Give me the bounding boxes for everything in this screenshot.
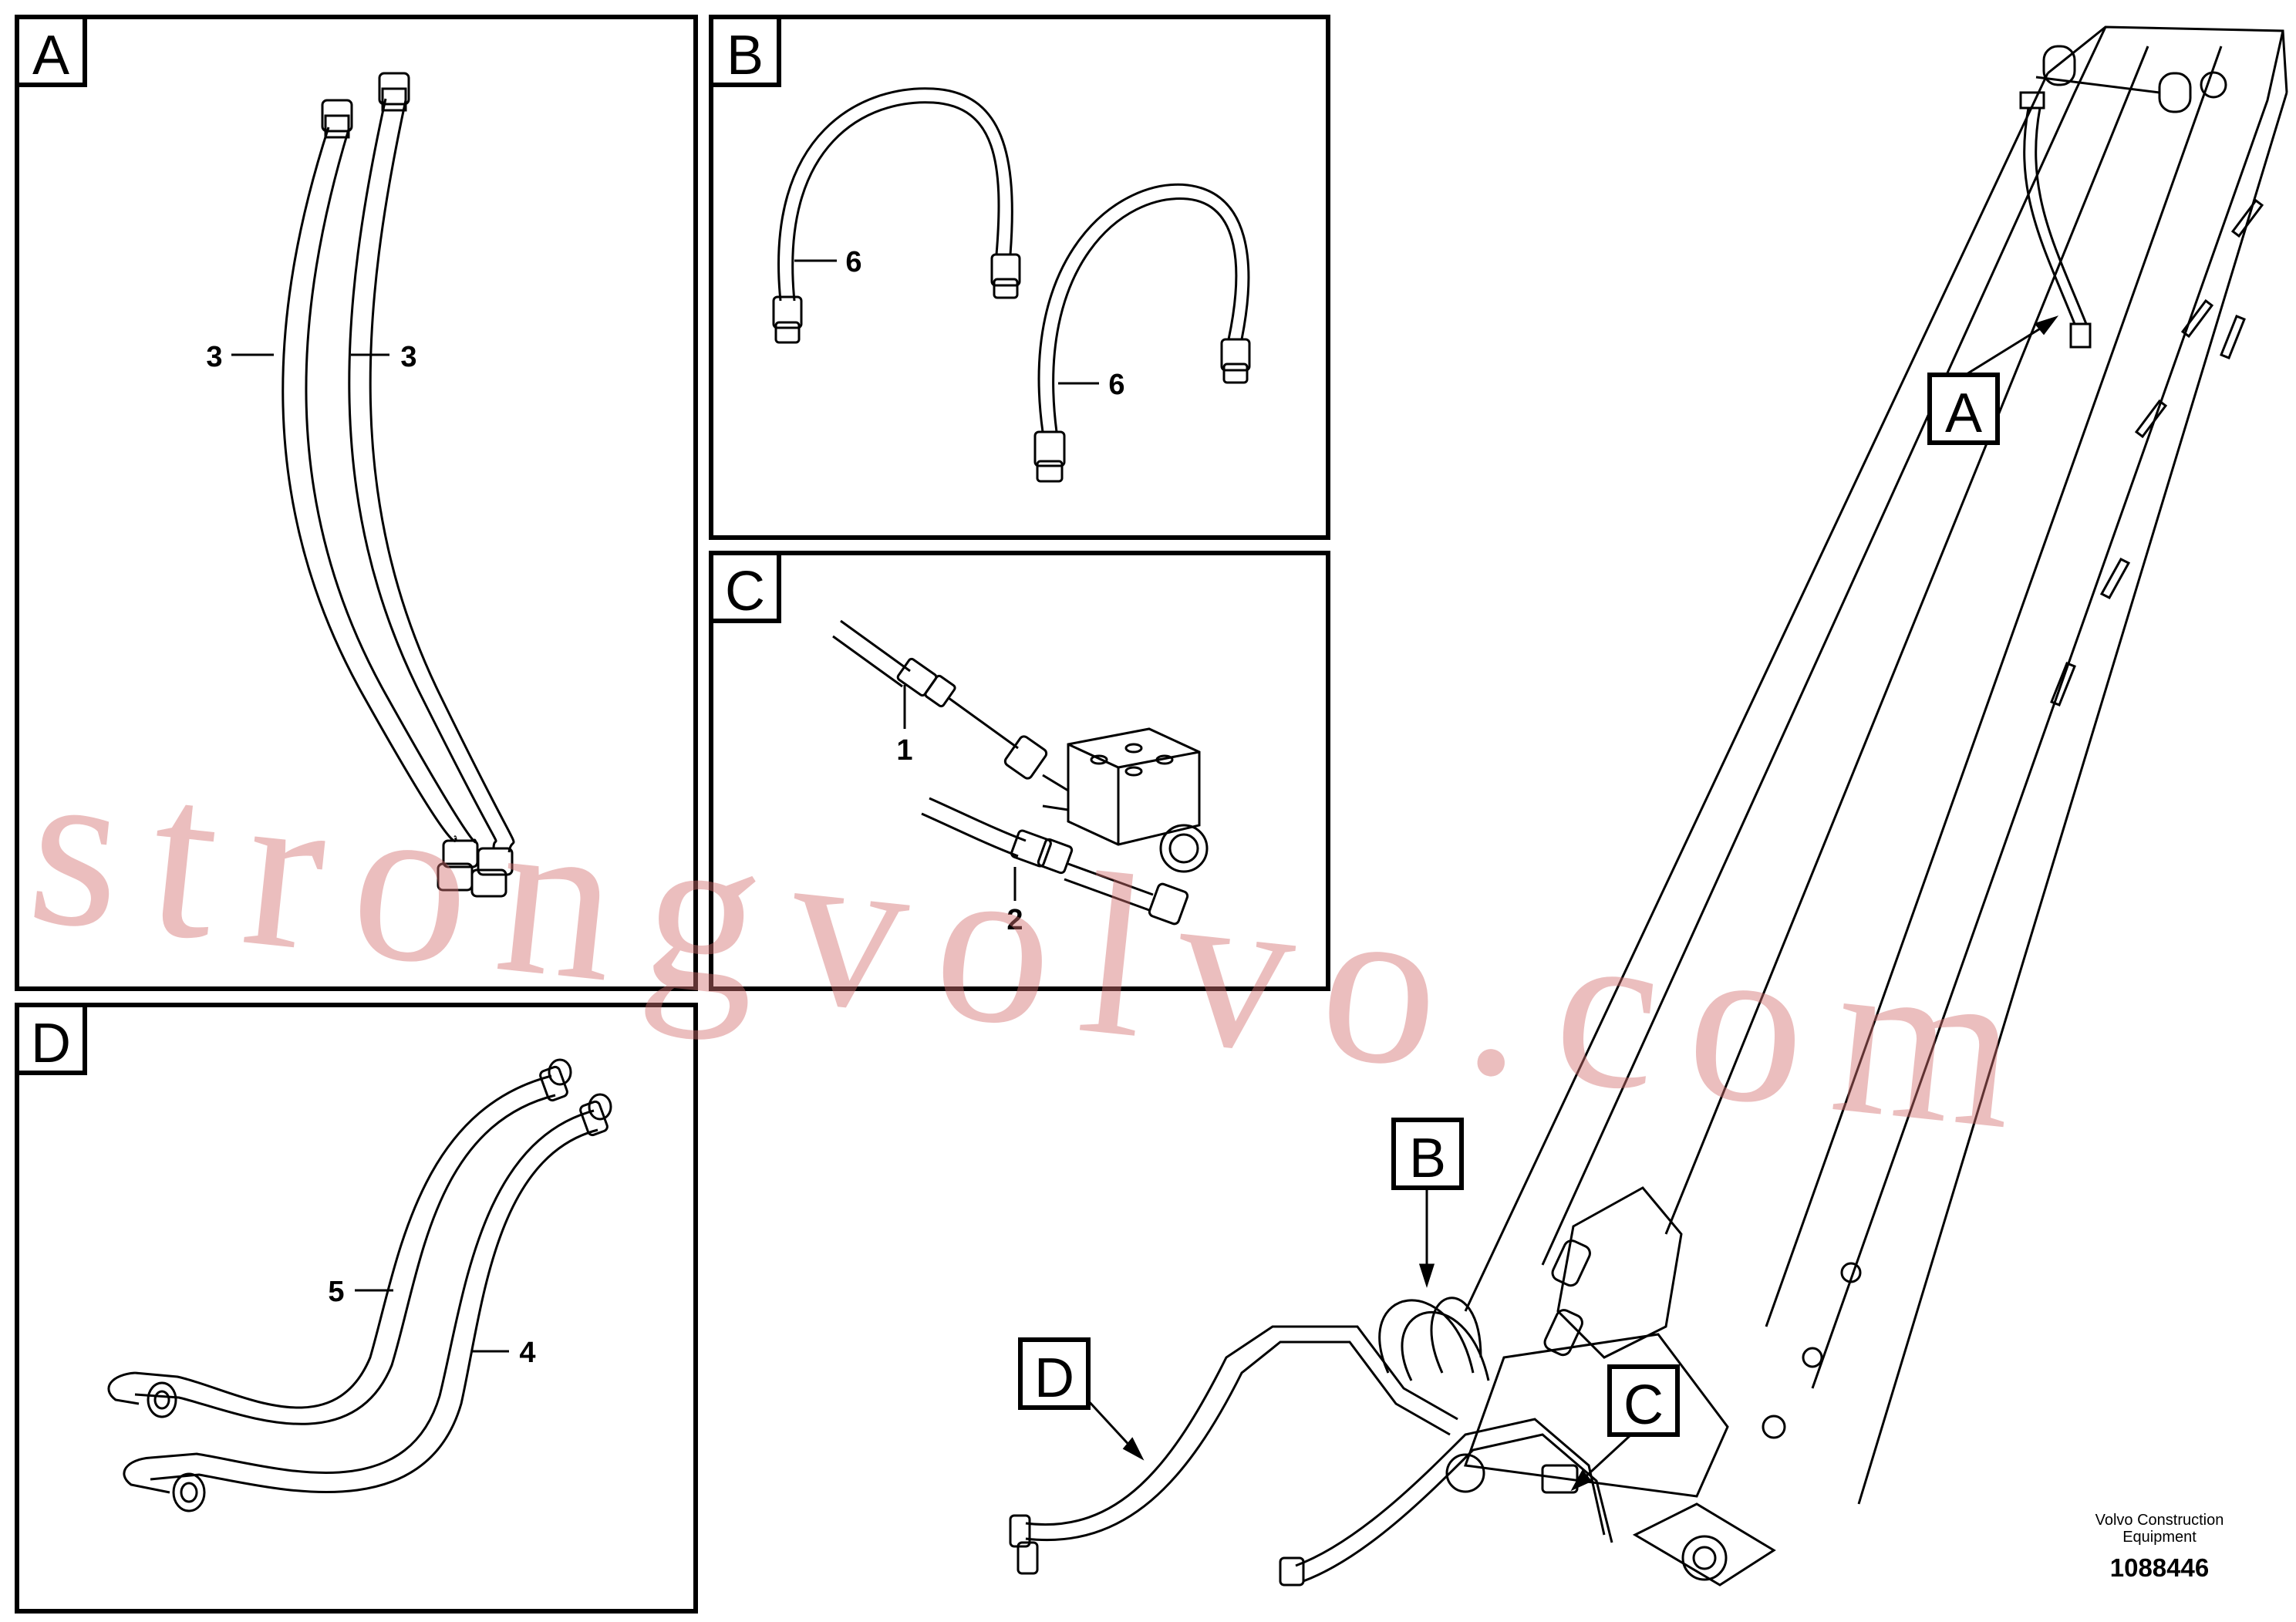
hose-b-upper	[772, 87, 1021, 344]
part-number-3-left: 3	[206, 341, 222, 373]
part-number-6-upper: 6	[845, 246, 861, 278]
callout-a-label: A	[1945, 383, 1982, 444]
part-number-6-lower: 6	[1108, 369, 1124, 401]
part-number-1: 1	[896, 734, 912, 767]
callout-b: B	[1391, 1118, 1464, 1190]
callout-d: D	[1018, 1337, 1091, 1410]
panel-c-label: C	[725, 561, 765, 622]
panel-b-label: B	[727, 25, 764, 86]
callout-c: C	[1607, 1364, 1680, 1437]
panel-c: C	[709, 551, 1330, 991]
drawing-number: 1088446	[2109, 1553, 2210, 1582]
panel-d-label: D	[31, 1013, 71, 1074]
brand-line-1: Volvo Construction	[2095, 1512, 2224, 1529]
hose-b-lower	[1033, 183, 1251, 483]
hose-assembly-a	[282, 72, 515, 898]
panel-d: D 5 4	[15, 1003, 698, 1614]
callout-b-label: B	[1409, 1128, 1446, 1189]
footer-brand: Volvo Construction Equipment	[2044, 1512, 2275, 1546]
panel-a-label: A	[32, 25, 69, 86]
valve-assembly-c	[832, 619, 1209, 926]
part-number-3-right: 3	[400, 341, 416, 373]
panel-b: B 6 6	[709, 15, 1330, 540]
boom-assembly	[1009, 25, 2288, 1587]
part-number-4: 4	[519, 1337, 535, 1369]
callout-a: A	[1927, 373, 2000, 445]
panel-a: A 3 3	[15, 15, 698, 991]
hose-assembly-d	[107, 1058, 612, 1512]
part-number-2: 2	[1006, 904, 1023, 936]
callout-c-label: C	[1623, 1374, 1664, 1436]
part-number-5: 5	[328, 1276, 344, 1308]
callout-d-label: D	[1034, 1347, 1074, 1409]
callout-leaders	[1086, 315, 2059, 1492]
brand-line-2: Equipment	[2122, 1529, 2197, 1546]
